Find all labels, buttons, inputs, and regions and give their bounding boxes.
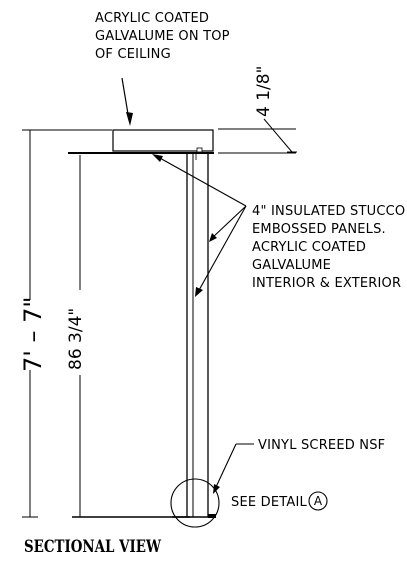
ceiling-note-line-1: ACRYLIC COATED	[95, 11, 209, 26]
panel-note-line-4: GALVALUME	[252, 258, 331, 273]
ceiling-note: ACRYLIC COATED GALVALUME ON TOP OF CEILI…	[95, 11, 230, 62]
ceiling-thickness-dimension: 4 1/8"	[218, 66, 297, 154]
detail-ref-letter: A	[314, 494, 323, 508]
detail-callout	[170, 478, 220, 528]
see-detail-reference: SEE DETAIL A	[231, 491, 328, 511]
ceiling-thickness-label: 4 1/8"	[254, 66, 274, 117]
see-detail-label: SEE DETAIL	[231, 495, 307, 510]
panel-note-line-3: ACRYLIC COATED	[252, 240, 366, 255]
ceiling-leader	[121, 77, 133, 126]
panel-note-line-5: INTERIOR & EXTERIOR	[252, 276, 401, 291]
screed-note: VINYL SCREED NSF	[213, 438, 385, 494]
panel-height-dimension: 86 3/4"	[66, 155, 190, 518]
panel-note-line-2: EMBOSSED PANELS.	[252, 222, 386, 237]
panel-note-leaders	[152, 154, 247, 297]
wall-panel	[186, 153, 209, 517]
screed-note-text: VINYL SCREED NSF	[258, 438, 385, 453]
ceiling-note-line-2: GALVALUME ON TOP	[95, 29, 230, 44]
detail-ref-circle	[308, 491, 328, 511]
overall-height-label: 7' – 7"	[19, 297, 47, 372]
panel-height-label: 86 3/4"	[66, 308, 86, 370]
panel-note: 4" INSULATED STUCCO EMBOSSED PANELS. ACR…	[252, 204, 405, 291]
ceiling-panel	[112, 129, 214, 153]
ceiling-note-line-3: OF CEILING	[95, 47, 171, 62]
drawing-title: SECTIONAL VIEW	[24, 537, 162, 557]
overall-height-dimension: 7' – 7"	[19, 129, 112, 518]
panel-note-line-1: 4" INSULATED STUCCO	[252, 204, 405, 219]
